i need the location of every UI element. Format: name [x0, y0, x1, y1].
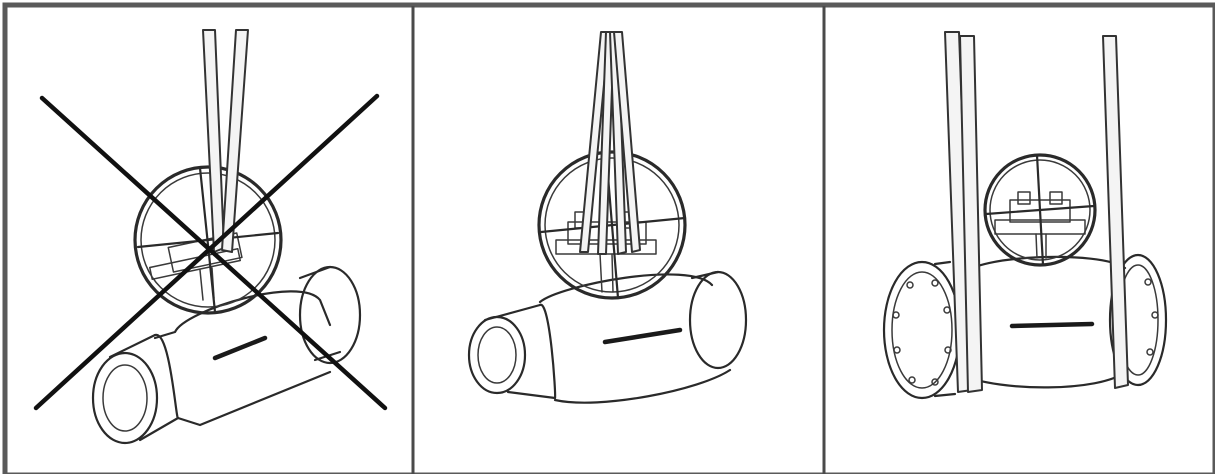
- sling: [579, 31, 641, 255]
- valve-body: [882, 253, 1168, 400]
- flange-left: [882, 260, 962, 400]
- sling: [202, 29, 249, 253]
- handwheel: [133, 165, 283, 315]
- flange-right: [1108, 253, 1168, 387]
- valve-body: [91, 265, 362, 445]
- bolt-holes-right: [1144, 278, 1159, 356]
- sling-right: [1102, 35, 1129, 389]
- panel-correct-sling-around-flanges: [882, 31, 1168, 400]
- cross-out-mark: [33, 93, 388, 411]
- handwheel: [537, 150, 687, 300]
- handwheel: [983, 153, 1097, 267]
- bolt-holes-left: [892, 279, 952, 386]
- panel-incorrect: [33, 29, 388, 445]
- valve-body: [467, 270, 748, 404]
- sling-left: [944, 31, 983, 393]
- panel-correct-sling-through-handwheel: [467, 31, 748, 404]
